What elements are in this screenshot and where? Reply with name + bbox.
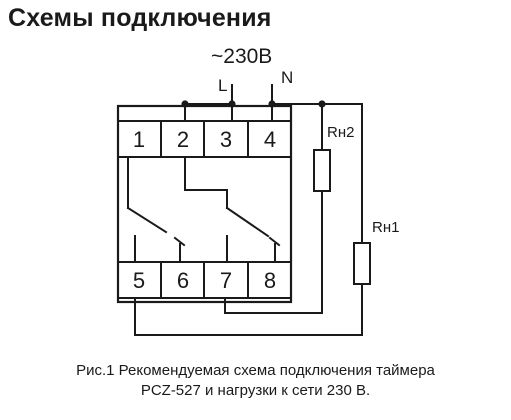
load-rn2-label: Rн2	[327, 124, 354, 141]
caption-line-2: PCZ-527 и нагрузки к сети 230 В.	[140, 382, 371, 399]
bottom-terminal-strip	[117, 261, 292, 299]
contact-1	[126, 156, 186, 263]
junction-dots	[181, 100, 326, 108]
load-rn1-resistor	[353, 242, 371, 285]
caption-line-1: Рис.1 Рекомендуемая схема подключения та…	[76, 362, 435, 379]
load-rn2-resistor	[313, 149, 331, 192]
terminal-5-label: 5	[133, 268, 145, 293]
terminal-6-label: 6	[177, 268, 189, 293]
neutral-N-label: N	[281, 68, 293, 87]
terminal-1-label: 1	[133, 127, 145, 152]
terminal-7-label: 7	[220, 268, 232, 293]
terminal-8-label: 8	[264, 268, 276, 293]
line-L-label: L	[218, 76, 227, 95]
terminal-4-label: 4	[264, 127, 276, 152]
load-rn1-label: Rн1	[372, 219, 399, 236]
relay-body	[116, 104, 293, 304]
supply-voltage-label: ~230В	[211, 45, 272, 68]
figure-caption: Рис.1 Рекомендуемая схема подключения та…	[0, 361, 511, 401]
terminal-3-label: 3	[220, 127, 232, 152]
top-terminal-strip	[117, 120, 292, 158]
contact-2	[184, 156, 281, 263]
terminal-2-label: 2	[177, 127, 189, 152]
page-heading: Схемы подключения	[8, 4, 272, 32]
